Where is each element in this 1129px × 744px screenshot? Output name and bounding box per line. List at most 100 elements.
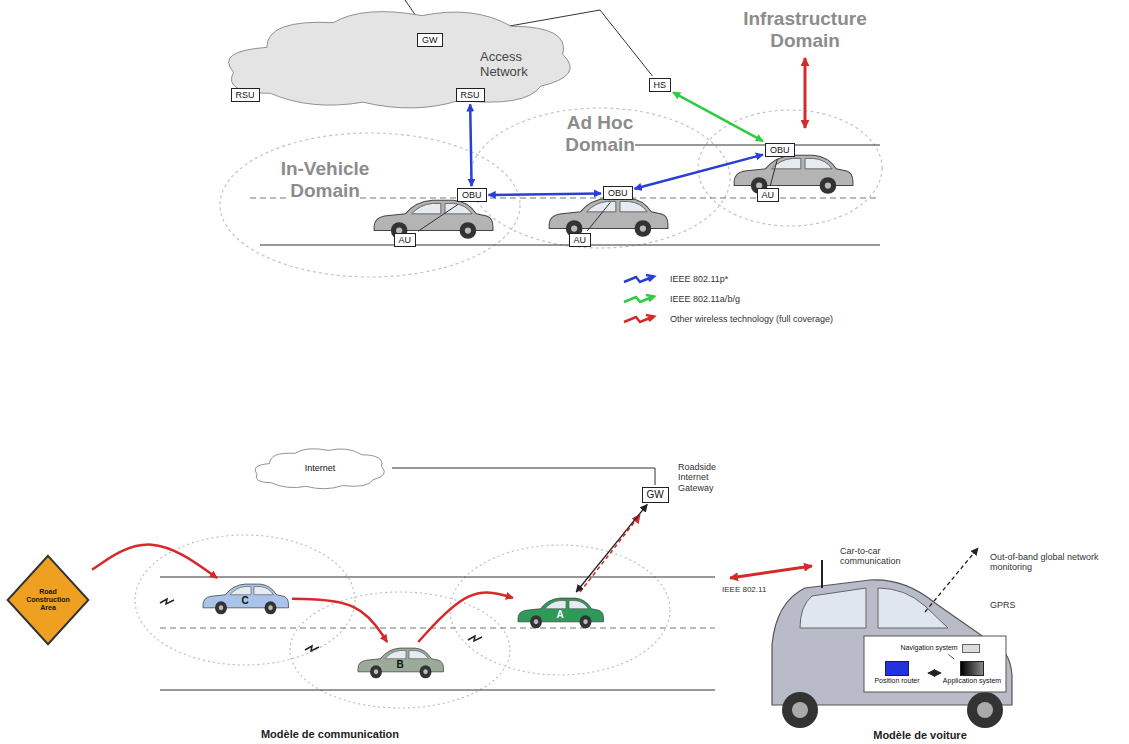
legend-swatch	[624, 315, 654, 322]
application-block: Application system	[943, 661, 1001, 685]
navigation-system: Navigation system	[901, 644, 980, 653]
node-text: AU	[574, 235, 587, 245]
legend-row: IEEE 802.11p*	[622, 272, 728, 286]
domain-range	[220, 108, 882, 277]
connector	[576, 505, 647, 593]
node-text: GW	[647, 489, 664, 501]
label-slot: Out-of-band global network monitoring	[990, 552, 1112, 573]
legend-sample	[622, 272, 662, 286]
gateway-label: Roadside Internet Gateway	[678, 462, 716, 493]
wireless-arrow	[804, 58, 807, 128]
label-slot: Infrastructure Domain	[715, 8, 895, 52]
node-text: OBU	[770, 145, 790, 155]
node-text: Road Construction Area	[25, 588, 71, 612]
label-slot: Car-to-car communication	[840, 546, 920, 567]
access-network-cloud: Access Network GW RSU RSU	[215, 5, 585, 111]
legend-row: IEEE 802.11a/b/g	[622, 292, 740, 306]
road-lines	[160, 577, 715, 690]
connector	[948, 655, 954, 660]
vehicle-model	[772, 560, 1012, 728]
legend-swatch	[624, 295, 654, 302]
label-slot: In-Vehicle Domain	[255, 158, 395, 202]
label-slot: Modèle de voiture	[820, 729, 1020, 742]
node-text: B	[396, 659, 403, 671]
hs-box: HS	[649, 78, 672, 92]
connector	[418, 593, 513, 642]
node-text: RSU	[236, 90, 255, 100]
node-text: Application system	[943, 677, 1001, 685]
legend-sample	[622, 292, 662, 306]
construction-sign: Road Construction Area	[6, 554, 90, 646]
connector	[635, 155, 763, 189]
cloud-outline	[215, 5, 585, 111]
node-text: RSU	[461, 90, 480, 100]
node-text: Navigation system	[901, 644, 958, 652]
connector	[392, 468, 655, 485]
gateway-box: GW	[417, 33, 443, 47]
component-block	[885, 661, 909, 676]
protocol-label: IEEE 802.11	[722, 585, 766, 594]
node-text: Access Network	[480, 50, 560, 80]
vehicle-node: C	[200, 580, 290, 616]
gateway-box: GW	[642, 487, 669, 503]
connector	[928, 673, 941, 674]
node-text: Position router	[874, 677, 919, 685]
connector	[673, 92, 763, 141]
link-label: Car-to-car communication	[840, 546, 901, 566]
legend-sample	[622, 312, 662, 326]
node-text: A	[556, 609, 563, 621]
obu-box: OBU	[457, 188, 487, 202]
radio-range	[135, 535, 670, 708]
domain-label: In-Vehicle Domain	[281, 158, 370, 201]
connector	[770, 159, 777, 186]
router-block: Position router	[868, 661, 926, 685]
link-label: Out-of-band global network monitoring	[990, 552, 1099, 572]
legend-text: Other wireless technology (full coverage…	[670, 314, 833, 324]
node-text: OBU	[462, 190, 482, 200]
node-text: AU	[399, 235, 412, 245]
label-slot: GPRS	[990, 600, 1030, 610]
au-box: AU	[569, 233, 592, 247]
internet-cloud: Internet	[250, 446, 390, 490]
display-symbol	[962, 644, 980, 653]
au-box: AU	[394, 233, 417, 247]
node-text: OBU	[608, 188, 628, 198]
legend-swatch	[624, 275, 654, 282]
vehicle	[374, 155, 853, 239]
rsu-box: RSU	[456, 88, 485, 102]
legend-row: Other wireless technology (full coverage…	[622, 312, 833, 326]
vehicle-node: B	[355, 644, 445, 680]
rsu-box: RSU	[231, 88, 260, 102]
component-block	[960, 661, 984, 676]
caption-text: Modèle de voiture	[873, 729, 967, 741]
au-box: AU	[757, 188, 780, 202]
label-slot: IEEE 802.11	[722, 585, 772, 594]
node-text: C	[241, 595, 248, 607]
legend-text: IEEE 802.11p*	[670, 274, 728, 284]
monitoring-arrow	[925, 548, 978, 612]
protocol-label: GPRS	[990, 600, 1016, 610]
connector	[92, 545, 217, 578]
connector	[292, 599, 387, 642]
legend-text: IEEE 802.11a/b/g	[670, 294, 740, 304]
domain-label: Infrastructure Domain	[743, 8, 867, 51]
label-slot: Ad Hoc Domain	[530, 112, 670, 156]
caption-text: Modèle de communication	[261, 728, 399, 740]
vehicle-node: A	[515, 594, 605, 630]
connector	[470, 104, 471, 186]
connector	[418, 204, 458, 231]
car-to-car-arrow	[730, 566, 812, 578]
obu-box: OBU	[603, 186, 633, 200]
dashed-uplink	[580, 515, 640, 592]
domain-label: Ad Hoc Domain	[565, 112, 635, 155]
connector	[587, 202, 610, 231]
node-text: HS	[654, 80, 667, 90]
label-slot: Roadside Internet Gateway	[678, 462, 742, 493]
node-text: AU	[762, 190, 775, 200]
node-text: Internet	[305, 463, 336, 473]
node-text: GW	[422, 35, 438, 45]
label-slot: Modèle de communication	[180, 728, 480, 741]
